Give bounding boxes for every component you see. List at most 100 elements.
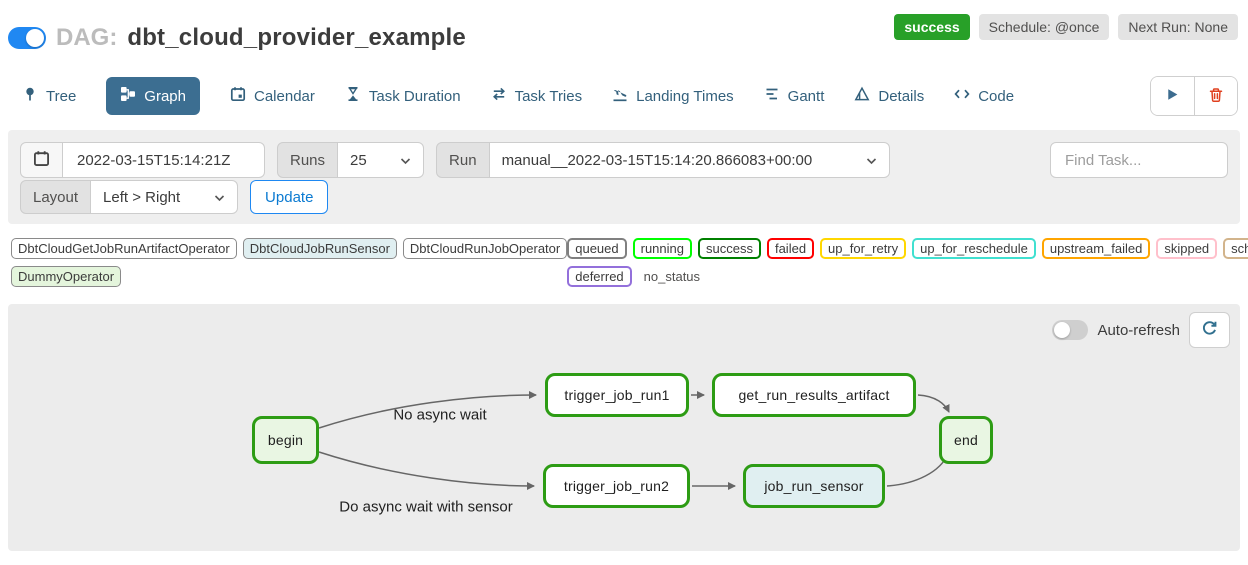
status-badge-skipped[interactable]: skipped	[1156, 238, 1218, 259]
graph-node-get_run_results_artifact[interactable]: get_run_results_artifact	[712, 373, 916, 417]
auto-refresh-label: Auto-refresh	[1097, 321, 1180, 339]
refresh-button[interactable]	[1189, 312, 1230, 348]
tab-label: Landing Times	[636, 87, 734, 105]
status-badge-upstream_failed[interactable]: upstream_failed	[1041, 238, 1151, 259]
tab-task-tries[interactable]: Task Tries	[491, 77, 583, 115]
triangle-icon	[854, 86, 870, 106]
graph-node-trigger_job_run1[interactable]: trigger_job_run1	[545, 373, 689, 417]
status-badge-scheduled[interactable]: scheduled	[1223, 238, 1248, 259]
status-badge-deferred[interactable]: deferred	[567, 266, 632, 287]
play-icon	[1165, 87, 1180, 105]
graph-edge-begin-to-trigger_job_run1	[318, 391, 537, 429]
operator-badge[interactable]: DummyOperator	[11, 266, 122, 287]
graph-node-begin[interactable]: begin	[252, 416, 319, 464]
gantt-icon	[764, 86, 780, 106]
status-badge-running[interactable]: running	[632, 238, 692, 259]
calendar-icon	[230, 86, 246, 106]
tab-label: Calendar	[254, 87, 315, 105]
graph-node-trigger_job_run2[interactable]: trigger_job_run2	[543, 464, 690, 508]
tab-calendar[interactable]: Calendar	[230, 77, 315, 115]
base-date-input[interactable]	[63, 142, 265, 178]
graph-edge-begin-to-trigger_job_run2	[318, 451, 535, 490]
calendar-small-icon	[33, 150, 50, 171]
status-badge-success[interactable]: success	[698, 238, 761, 259]
status-badge-up_for_reschedule[interactable]: up_for_reschedule	[912, 238, 1036, 259]
code-icon	[954, 86, 970, 106]
filter-panel: Runs 25 Run manual__2022-03-15T15:14:20.…	[8, 130, 1240, 224]
graph-node-end[interactable]: end	[939, 416, 993, 464]
run-group: Run manual__2022-03-15T15:14:20.866083+0…	[436, 142, 890, 178]
dag-prefix-label: DAG:	[56, 24, 118, 51]
repeat-icon	[491, 86, 507, 106]
update-button[interactable]: Update	[250, 180, 329, 214]
layout-label: Layout	[20, 180, 92, 214]
status-badge-queued[interactable]: queued	[567, 238, 627, 259]
dag-title-group: DAG: dbt_cloud_provider_example	[8, 14, 466, 52]
autorefresh-controls: Auto-refresh	[1052, 312, 1230, 348]
graph-edge-get_run_results_artifact-to-end	[917, 394, 950, 413]
run-selected-value: manual__2022-03-15T15:14:20.866083+00:00	[501, 151, 813, 169]
trigger-dag-button[interactable]	[1151, 77, 1194, 115]
chevron-down-icon	[214, 189, 225, 206]
view-tabbar: Tree Graph Calendar Task Duration Task T…	[8, 76, 1238, 116]
find-task-input[interactable]	[1050, 142, 1228, 178]
status-badge: success	[894, 14, 970, 40]
tab-task-duration[interactable]: Task Duration	[345, 77, 461, 115]
delete-dag-button[interactable]	[1194, 77, 1237, 115]
tab-code[interactable]: Code	[954, 77, 1014, 115]
tab-label: Task Duration	[368, 87, 461, 105]
dag-header: DAG: dbt_cloud_provider_example success …	[0, 0, 1248, 52]
tab-details[interactable]: Details	[854, 77, 924, 115]
layout-select[interactable]: Left > Right	[91, 180, 239, 214]
dag-pause-toggle[interactable]	[8, 27, 46, 49]
tab-label: Details	[878, 87, 925, 105]
graph-node-job_run_sensor[interactable]: job_run_sensor	[743, 464, 885, 508]
operator-badge[interactable]: DbtCloudRunJobOperator	[402, 238, 568, 259]
tab-label: Graph	[144, 87, 186, 105]
schedule-badge[interactable]: Schedule: @once	[978, 14, 1110, 40]
dag-action-group	[1150, 76, 1238, 116]
status-badge-failed[interactable]: failed	[766, 238, 815, 259]
calendar-addon-button[interactable]	[20, 142, 63, 178]
operator-badge[interactable]: DbtCloudGetJobRunArtifactOperator	[11, 238, 237, 259]
pin-icon	[22, 86, 38, 106]
tab-label: Task Tries	[514, 87, 583, 105]
runs-label: Runs	[277, 142, 339, 178]
layout-selected-value: Left > Right	[103, 188, 181, 206]
edge-label: No async wait	[393, 406, 487, 424]
refresh-icon	[1201, 320, 1218, 340]
hourglass-icon	[345, 86, 361, 106]
status-badge-no_status[interactable]: no_status	[643, 269, 701, 284]
run-select[interactable]: manual__2022-03-15T15:14:20.866083+00:00	[489, 142, 890, 178]
tab-label: Code	[978, 87, 1015, 105]
chevron-down-icon	[400, 152, 411, 169]
filter-row-1: Runs 25 Run manual__2022-03-15T15:14:20.…	[20, 142, 1228, 178]
tab-gantt[interactable]: Gantt	[764, 77, 825, 115]
filter-row-2: Layout Left > Right Update	[20, 180, 1228, 214]
plane-landing-icon	[612, 86, 628, 106]
auto-refresh-toggle[interactable]	[1052, 320, 1089, 340]
graph-panel: Auto-refresh begin trigger_job_run1 get_ru…	[8, 304, 1240, 551]
tab-graph[interactable]: Graph	[106, 77, 200, 115]
tab-landing-times[interactable]: Landing Times	[612, 77, 734, 115]
chevron-down-icon	[866, 152, 877, 169]
run-label: Run	[436, 142, 490, 178]
runs-group: Runs 25	[277, 142, 425, 178]
operator-badge[interactable]: DbtCloudJobRunSensor	[242, 238, 397, 259]
next-run-badge: Next Run: None	[1118, 14, 1238, 40]
status-badge-up_for_retry[interactable]: up_for_retry	[820, 238, 907, 259]
toggle-knob	[26, 29, 44, 47]
header-badges: success Schedule: @once Next Run: None	[894, 14, 1238, 40]
edge-label: Do async wait with sensor	[339, 498, 513, 516]
layout-group: Layout Left > Right	[20, 180, 239, 214]
tab-tree[interactable]: Tree	[22, 77, 76, 115]
graph-icon	[120, 86, 136, 106]
runs-select[interactable]: 25	[338, 142, 425, 178]
tab-label: Gantt	[787, 87, 825, 105]
graph-edge-job_run_sensor-to-end	[886, 453, 949, 487]
runs-selected-value: 25	[350, 151, 367, 169]
tab-label: Tree	[46, 87, 77, 105]
